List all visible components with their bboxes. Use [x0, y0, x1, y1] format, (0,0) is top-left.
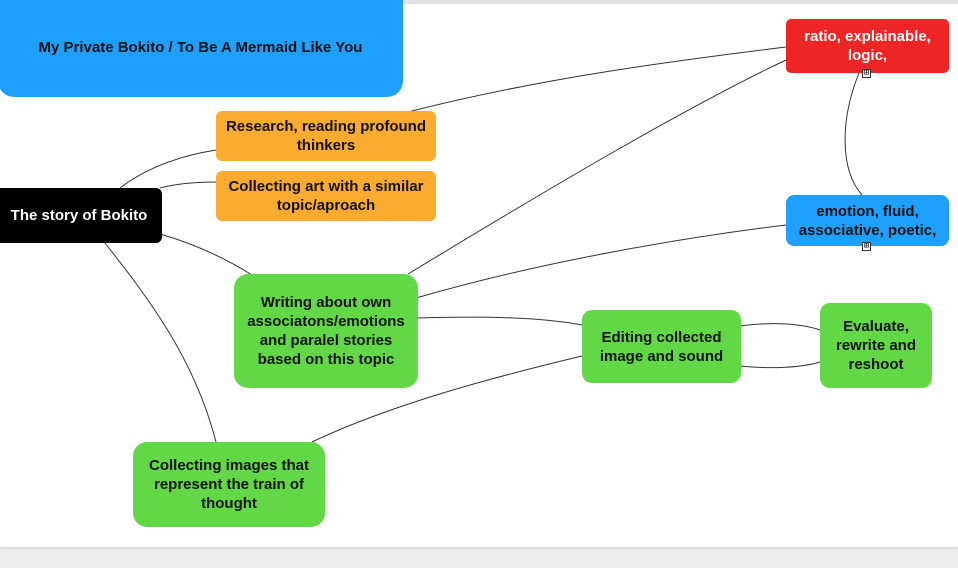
ratio-node[interactable]: ratio, explainable, logic, — [786, 19, 949, 73]
link-root-research — [119, 149, 217, 189]
research-label: Research, reading profound thinkers — [225, 118, 427, 154]
link-editing-evaluate-bottom — [739, 361, 821, 369]
link-root-images — [104, 242, 217, 443]
collecting-art-node[interactable]: Collecting art with a similar topic/apro… — [216, 171, 436, 221]
emotion-node[interactable]: emotion, fluid, associative, poetic, — [786, 195, 949, 246]
root-node[interactable]: The story of Bokito — [0, 188, 162, 243]
link-images-editing — [311, 355, 583, 443]
ratio-expand-icon[interactable]: ⊞ — [862, 68, 871, 78]
writing-node[interactable]: Writing about own associatons/emotions a… — [234, 274, 418, 388]
link-root-art — [159, 181, 217, 189]
link-research-ratio — [407, 46, 787, 113]
link-writing-emotion — [415, 224, 787, 299]
link-writing-ratio — [407, 59, 787, 275]
link-ratio-emotion — [844, 72, 863, 196]
collecting-art-label: Collecting art with a similar topic/apro… — [228, 178, 424, 214]
emotion-expand-icon[interactable]: ⊞ — [862, 241, 871, 251]
editing-node[interactable]: Editing collected image and sound — [582, 310, 741, 383]
collecting-images-node[interactable]: Collecting images that represent the tra… — [133, 442, 325, 527]
link-root-writing — [159, 233, 253, 276]
evaluate-node[interactable]: Evaluate, rewrite and reshoot — [820, 303, 932, 388]
title-label: My Private Bokito / To Be A Mermaid Like… — [38, 39, 363, 56]
link-writing-editing — [416, 316, 583, 326]
research-node[interactable]: Research, reading profound thinkers — [216, 111, 436, 161]
editing-label: Editing collected image and sound — [599, 328, 724, 365]
writing-label: Writing about own associatons/emotions a… — [247, 294, 405, 368]
title-node[interactable]: My Private Bokito / To Be A Mermaid Like… — [0, 0, 403, 97]
ratio-label: ratio, explainable, logic, — [804, 28, 931, 64]
link-editing-evaluate-top — [739, 323, 821, 331]
window-top-strip — [0, 0, 958, 4]
evaluate-label: Evaluate, rewrite and reshoot — [835, 318, 917, 373]
emotion-label: emotion, fluid, associative, poetic, — [798, 202, 937, 239]
collecting-images-label: Collecting images that represent the tra… — [148, 457, 310, 512]
root-label: The story of Bokito — [10, 207, 148, 224]
